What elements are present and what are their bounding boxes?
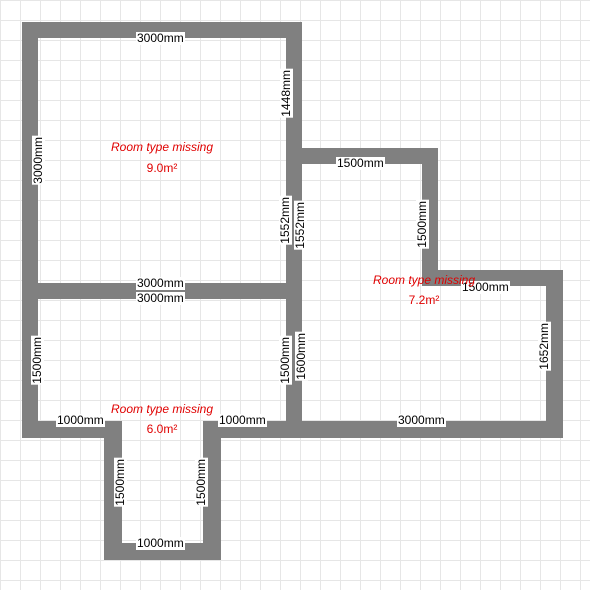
dimension-label: 3000mm bbox=[136, 291, 185, 305]
wall-right-room-step-horizontal bbox=[422, 270, 563, 286]
room-name-label: Room type missing bbox=[372, 273, 476, 287]
wall-left-outer bbox=[22, 22, 38, 438]
dimension-label: 1500mm bbox=[194, 458, 208, 507]
dimension-label: 1000mm bbox=[136, 536, 185, 550]
room-area-label: 9.0m² bbox=[146, 161, 178, 175]
dimension-label: 1552mm bbox=[278, 196, 292, 245]
wall-alcove-bottom bbox=[104, 543, 221, 560]
dimension-label: 1500mm bbox=[113, 458, 127, 507]
dimension-label: 1500mm bbox=[30, 336, 44, 385]
room-name-label: Room type missing bbox=[110, 140, 214, 154]
dimension-label: 3000mm bbox=[136, 276, 185, 290]
wall-alcove-left bbox=[104, 421, 122, 560]
dimension-label: 1500mm bbox=[415, 200, 429, 249]
room-area-label: 7.2m² bbox=[408, 293, 440, 307]
wall-middle-horizontal bbox=[22, 283, 302, 299]
wall-bottom-right bbox=[286, 421, 563, 438]
dimension-label: 1600mm bbox=[294, 332, 308, 381]
dimension-label: 1652mm bbox=[537, 322, 551, 371]
dimension-label: 1552mm bbox=[293, 201, 307, 250]
dimension-label: 1000mm bbox=[56, 413, 105, 427]
dimension-label: 3000mm bbox=[397, 413, 446, 427]
room-name-label: Room type missing bbox=[110, 402, 214, 416]
dimension-label: 1448mm bbox=[279, 69, 293, 118]
room-area-label: 6.0m² bbox=[146, 422, 178, 436]
wall-top-room-top bbox=[22, 22, 302, 38]
dimension-label: 3000mm bbox=[136, 31, 185, 45]
dimension-label: 1000mm bbox=[218, 413, 267, 427]
wall-alcove-right bbox=[203, 421, 221, 560]
dimension-label: 1500mm bbox=[278, 336, 292, 385]
wall-right-room-top bbox=[286, 148, 438, 164]
wall-right-room-step-vertical bbox=[422, 148, 438, 286]
wall-right-room-right bbox=[546, 270, 563, 438]
dimension-label: 1500mm bbox=[336, 156, 385, 170]
dimension-label: 1500mm bbox=[461, 280, 510, 294]
dimension-label: 3000mm bbox=[31, 136, 45, 185]
